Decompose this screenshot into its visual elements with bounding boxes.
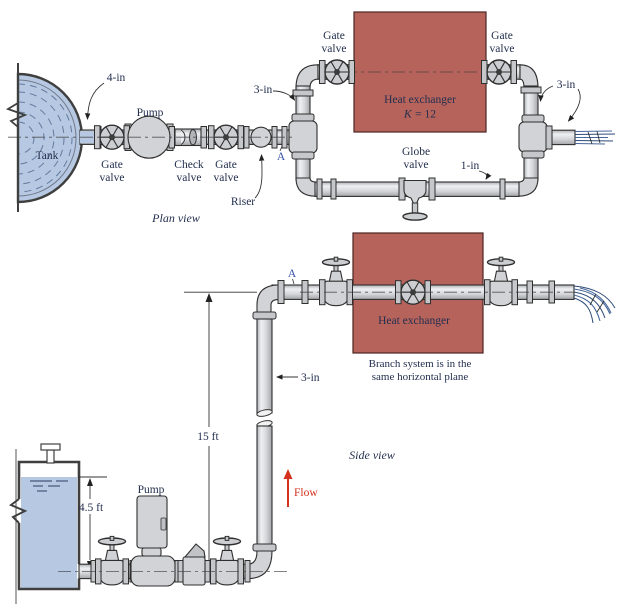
branch-size-label-left: 3-in — [254, 84, 273, 96]
side-discharge — [573, 285, 616, 324]
side-gate-valve-right — [483, 256, 519, 307]
riser-height-label: 15 ft — [197, 431, 219, 443]
dim-15ft: 15 ft — [184, 291, 257, 569]
side-pump-label: Pump — [138, 484, 165, 496]
side-view-caption: Side view — [349, 448, 395, 462]
plan-tee-left — [288, 64, 319, 197]
svg-text:valve: valve — [214, 172, 239, 184]
branch-note-line2: same horizontal plane — [372, 371, 469, 383]
gate-valve-2-label: Gate — [215, 159, 237, 171]
plan-tee-right — [517, 64, 576, 197]
branch-note-line1: Branch system is in the — [369, 358, 472, 370]
gate-valve-1-label: Gate — [101, 159, 123, 171]
side-gate-valve-2 — [209, 535, 245, 586]
side-gate-valve-left — [318, 256, 354, 307]
point-a-plan: A — [277, 151, 286, 163]
tank-vent — [40, 443, 61, 464]
tank-label: Tank — [36, 150, 59, 162]
branch-gate-left-label: Gate — [323, 30, 345, 42]
plan-view: Tank Heat exchanger K= 12 — [5, 11, 616, 225]
heat-exchanger-k-value: K= 12 — [403, 109, 436, 121]
side-check-valve — [182, 543, 206, 586]
branch-gate-right-label: Gate — [491, 30, 513, 42]
suction-size-label: 4-in — [107, 72, 126, 84]
plan-view-caption: Plan view — [151, 211, 200, 225]
svg-text:valve: valve — [177, 172, 202, 184]
svg-text:valve: valve — [100, 172, 125, 184]
riser-label: Riser — [231, 196, 255, 208]
plan-branch-gate-valve-left — [318, 59, 356, 85]
bypass-size-label: 1-in — [461, 160, 480, 172]
side-pump: Pump — [130, 484, 176, 587]
plan-labels: 4-in Pump Gate valve Check valve Gate va… — [84, 30, 581, 225]
side-heat-exchanger-label: Heat exchanger — [378, 315, 450, 327]
heat-exchanger-label: Heat exchanger — [384, 94, 456, 106]
side-tank — [9, 443, 93, 604]
svg-text:valve: valve — [404, 159, 429, 171]
pump-label: Pump — [137, 107, 164, 119]
suction-depth-label: 4.5 ft — [79, 502, 104, 514]
flow-label: Flow — [294, 487, 318, 499]
svg-text:valve: valve — [490, 43, 515, 55]
plan-branch-gate-valve-right — [480, 59, 518, 85]
plan-discharge — [574, 130, 616, 145]
side-gate-valve-1 — [94, 535, 130, 586]
riser-size-label: 3-in — [301, 372, 320, 384]
check-valve-label: Check — [174, 159, 204, 171]
side-view: Heat exchanger — [9, 232, 616, 604]
flow-arrow: Flow — [283, 469, 318, 507]
side-riser — [247, 311, 277, 580]
branch-size-label-right: 3-in — [557, 79, 576, 91]
point-a-side: A — [288, 268, 297, 280]
side-labels: A Branch system is in the same horizonta… — [275, 268, 472, 507]
svg-text:valve: valve — [322, 43, 347, 55]
dim-45ft: 4.5 ft — [78, 476, 107, 570]
globe-valve-label: Globe — [402, 146, 430, 158]
plan-globe-valve — [398, 177, 436, 221]
